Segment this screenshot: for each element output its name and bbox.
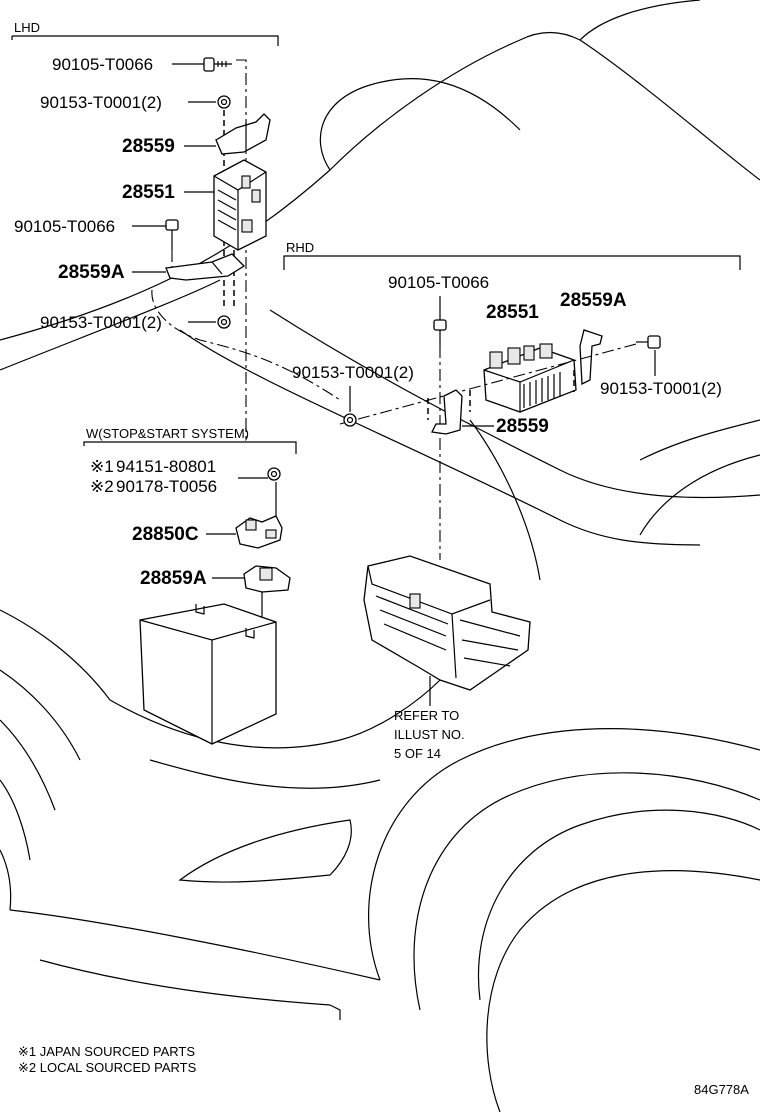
terminal-clamp-icon (243, 565, 291, 593)
bracket-28559-icon (215, 113, 271, 155)
bolt-icon (203, 57, 232, 72)
junction-box-icon (363, 555, 531, 706)
bracket-28559a-icon (579, 329, 603, 386)
part-number-28859a[interactable]: 28859A (140, 568, 207, 589)
nut-icon (217, 315, 231, 329)
part-number-28559[interactable]: 28559 (496, 416, 549, 437)
battery-sensor-icon (235, 515, 283, 549)
part-number-28551[interactable]: 28551 (122, 182, 175, 203)
stopstart-label: W(STOP&START SYSTEM) (86, 426, 249, 441)
part-number-90153-t0001[interactable]: 90153-T0001(2) (292, 363, 414, 382)
footnote-local-sourced: ※2 LOCAL SOURCED PARTS (18, 1060, 197, 1075)
part-number-28559a[interactable]: 28559A (58, 262, 125, 283)
refer-illust-text[interactable]: ILLUST NO. (394, 727, 465, 742)
footnote-mark-1: ※1 (90, 457, 114, 476)
rhd-group: RHD 90105-T0066 28551 28559A 90153-T0001… (283, 240, 741, 560)
lhd-group: LHD 90105-T0066 90153-T0001(2) 28559 285… (11, 20, 341, 420)
bolt-icon (636, 335, 661, 349)
relay-box-28551-icon (483, 343, 577, 413)
nut-icon (267, 467, 281, 481)
refer-page-text[interactable]: 5 OF 14 (394, 746, 441, 761)
nut-icon (217, 95, 231, 109)
lhd-label: LHD (14, 20, 40, 35)
footnote-japan-sourced: ※1 JAPAN SOURCED PARTS (18, 1044, 195, 1059)
footnote-mark-2: ※2 (90, 477, 114, 496)
part-number-90105-t0066[interactable]: 90105-T0066 (52, 55, 153, 74)
bracket-28559a-icon (165, 253, 246, 281)
part-number-28559a[interactable]: 28559A (560, 290, 627, 311)
nut-icon (343, 413, 357, 427)
bolt-icon (165, 219, 179, 250)
part-number-28551[interactable]: 28551 (486, 302, 539, 323)
part-number-90178-t0056[interactable]: 90178-T0056 (116, 477, 217, 496)
refer-to-text[interactable]: REFER TO (394, 708, 459, 723)
part-number-90153-t0001[interactable]: 90153-T0001(2) (40, 313, 162, 332)
part-number-90105-t0066[interactable]: 90105-T0066 (388, 273, 489, 292)
battery-icon (139, 603, 277, 745)
part-number-28559[interactable]: 28559 (122, 136, 175, 157)
part-number-90105-t0066[interactable]: 90105-T0066 (14, 217, 115, 236)
diagram-code: 84G778A (694, 1082, 749, 1097)
relay-box-28551-icon (213, 159, 267, 251)
rhd-label: RHD (286, 240, 314, 255)
bracket-28559-icon (431, 389, 463, 435)
part-number-94151-80801[interactable]: 94151-80801 (116, 457, 216, 476)
part-number-90153-t0001[interactable]: 90153-T0001(2) (40, 93, 162, 112)
stopstart-group: W(STOP&START SYSTEM) ※1 94151-80801 ※2 9… (83, 426, 297, 745)
part-number-28850c[interactable]: 28850C (132, 524, 199, 545)
bolt-icon (433, 319, 447, 346)
part-number-90153-t0001[interactable]: 90153-T0001(2) (600, 379, 722, 398)
